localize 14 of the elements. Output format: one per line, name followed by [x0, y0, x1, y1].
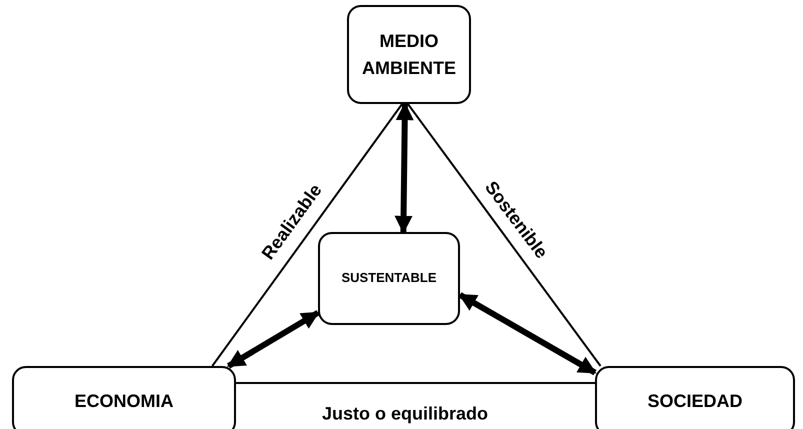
node-label: SOCIEDAD	[647, 390, 742, 413]
double-arrow	[458, 292, 597, 376]
connector-line	[407, 103, 602, 367]
rounded-box	[347, 5, 471, 104]
node-label: SUSTENTABLE	[340, 269, 438, 288]
edge-label: Justo o equilibrado	[322, 404, 488, 424]
connector-line	[212, 103, 403, 367]
connector-line	[236, 382, 595, 384]
double-arrow	[394, 102, 414, 234]
double-arrow	[226, 310, 320, 369]
node-label: ECONOMIA	[74, 390, 174, 413]
rounded-box	[12, 366, 236, 429]
node-label: MEDIO AMBIENTE	[361, 30, 457, 80]
rounded-box	[595, 366, 795, 429]
